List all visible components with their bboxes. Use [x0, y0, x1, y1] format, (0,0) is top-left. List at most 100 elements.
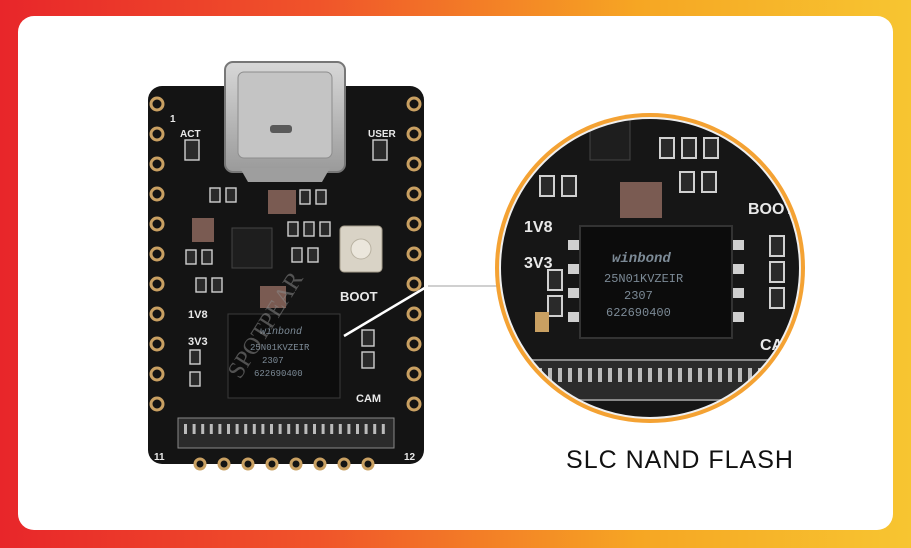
castellated-pad: [406, 156, 422, 172]
fpc-tooth: [568, 368, 572, 382]
fpc-tooth: [338, 424, 342, 434]
zoom-magnifier: winbond 25N01KVZEIR 2307 622690400 1V8 3…: [495, 113, 805, 423]
fpc-tooth: [287, 424, 291, 434]
fpc-tooth: [244, 424, 248, 434]
mcu-chip: [231, 227, 273, 269]
chip-pin: [568, 264, 582, 274]
fpc-tooth: [598, 368, 602, 382]
usb-c-connector: [224, 61, 346, 182]
zoom-label-3v3: 3V3: [524, 255, 553, 272]
smd-components: [184, 139, 388, 387]
chip-pin: [568, 240, 582, 250]
capacitor: [192, 218, 214, 242]
castellated-pad: [406, 366, 422, 382]
castellated-pad: [149, 96, 165, 112]
fpc-tooth: [218, 424, 222, 434]
chip-brand: winbond: [612, 251, 671, 267]
fpc-connector: [177, 417, 395, 449]
fpc-tooth: [381, 424, 385, 434]
castellated-pad: [406, 186, 422, 202]
fpc-tooth: [618, 368, 622, 382]
fpc-tooth: [548, 368, 552, 382]
fpc-tooth: [678, 368, 682, 382]
zoom-label-boot: BOOT: [748, 201, 794, 218]
fpc-tooth: [278, 424, 282, 434]
label-cam: CAM: [356, 393, 381, 405]
fpc-tooth: [373, 424, 377, 434]
castellated-pad: [149, 246, 165, 262]
castellated-pad: [361, 457, 375, 471]
fpc-tooth: [321, 424, 325, 434]
chip-pin: [730, 288, 744, 298]
label-pin12: 12: [404, 452, 416, 463]
fpc-tooth: [304, 424, 308, 434]
fpc-tooth: [608, 368, 612, 382]
castellated-pad: [289, 457, 303, 471]
castellated-pad: [313, 457, 327, 471]
fpc-tooth: [688, 368, 692, 382]
callout-line-diag: [343, 284, 429, 338]
fpc-tooth: [578, 368, 582, 382]
castellated-pad: [193, 457, 207, 471]
fpc-tooth: [648, 368, 652, 382]
fpc-tooth: [698, 368, 702, 382]
castellated-pad: [149, 216, 165, 232]
fpc-tooth: [668, 368, 672, 382]
chip-date: 2307: [624, 289, 653, 303]
castellated-pad: [406, 246, 422, 262]
fpc-tooth: [658, 368, 662, 382]
castellated-pad: [265, 457, 279, 471]
fpc-tooth: [295, 424, 299, 434]
caption: SLC NAND FLASH: [566, 446, 794, 474]
chip-date-small: 2307: [262, 356, 284, 366]
fpc-tooth: [252, 424, 256, 434]
bottom-castellated-pads: [193, 457, 375, 471]
fpc-tooth: [261, 424, 265, 434]
main-nand-chip: winbond 25N01KVZEIR 2307 622690400: [227, 313, 341, 399]
fpc-tooth: [209, 424, 213, 434]
fpc-tooth: [330, 424, 334, 434]
fpc-tooth: [778, 368, 782, 382]
castellated-pad: [406, 336, 422, 352]
inductor: [260, 286, 286, 308]
fpc-tooth: [528, 368, 532, 382]
fpc-tooth: [708, 368, 712, 382]
label-pin1: 1: [170, 114, 176, 125]
fpc-tooth: [364, 424, 368, 434]
left-castellated-pads: [149, 96, 165, 412]
chip-pin: [568, 312, 582, 322]
castellated-pad: [149, 366, 165, 382]
fpc-tooth: [768, 368, 772, 382]
fpc-tooth: [270, 424, 273, 434]
castellated-pad: [149, 186, 165, 202]
label-boot: BOOT: [340, 289, 378, 304]
chip-lot-small: 622690400: [254, 369, 303, 379]
chip-pin: [730, 264, 744, 274]
fpc-tooth: [201, 424, 205, 434]
chip-part: 25N01KVZEIR: [604, 272, 683, 286]
label-pin11: 11: [154, 452, 165, 463]
right-castellated-pads: [406, 96, 422, 412]
castellated-pad: [406, 126, 422, 142]
label-1v8: 1V8: [188, 309, 208, 321]
castellated-pad: [406, 396, 422, 412]
chip-pin: [730, 312, 744, 322]
fpc-tooth: [738, 368, 742, 382]
chip-part-small: 25N01KVZEIR: [250, 343, 310, 353]
fpc-tooth: [718, 368, 722, 382]
castellated-pad: [406, 276, 422, 292]
castellated-pad: [149, 126, 165, 142]
castellated-pad: [149, 156, 165, 172]
castellated-pad: [149, 276, 165, 292]
castellated-pad: [149, 336, 165, 352]
label-user: USER: [368, 129, 397, 140]
fpc-tooth: [192, 424, 196, 434]
fpc-tooth: [748, 368, 752, 382]
fpc-tooth: [558, 368, 562, 382]
chip-pin: [568, 288, 582, 298]
fpc-tooth: [638, 368, 642, 382]
fpc-tooth: [588, 368, 592, 382]
zoom-nand-chip: winbond 25N01KVZEIR 2307 622690400: [568, 225, 744, 339]
label-3v3: 3V3: [188, 336, 208, 348]
